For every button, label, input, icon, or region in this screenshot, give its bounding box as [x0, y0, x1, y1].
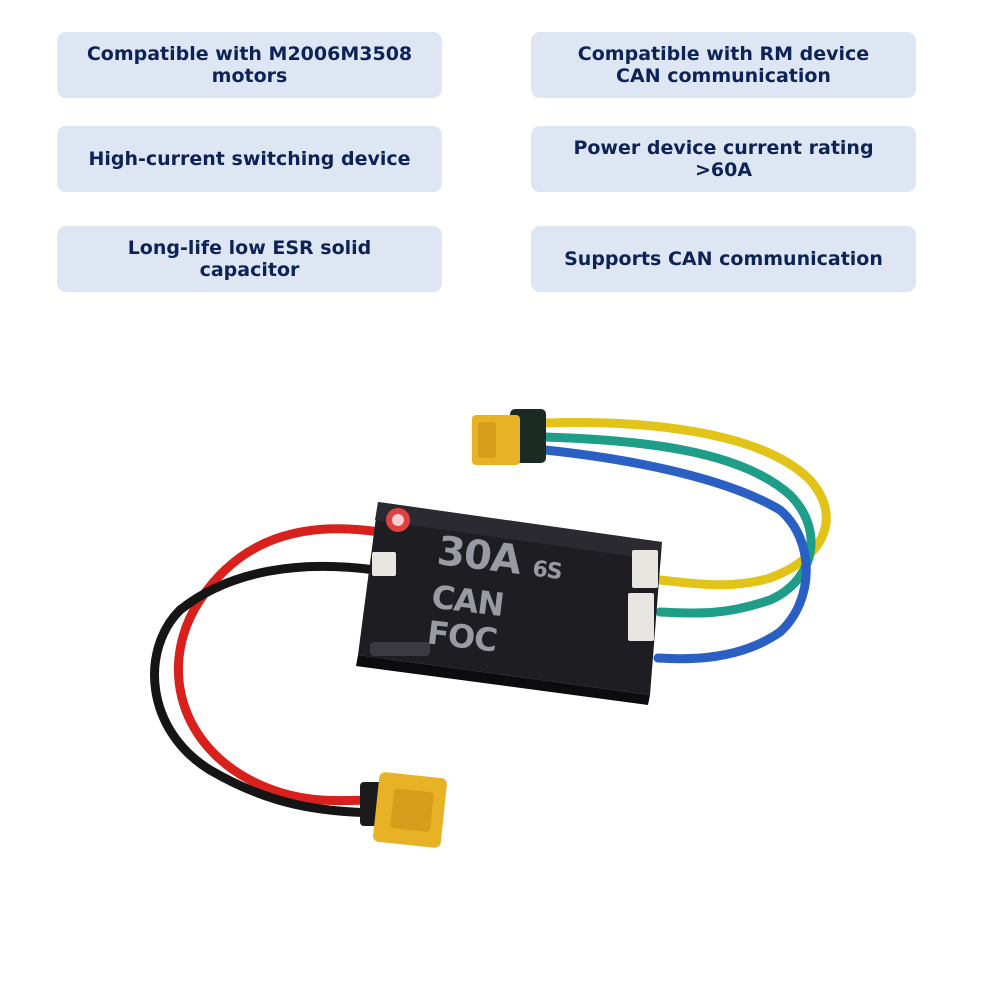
feature-text: Power device current rating >60A: [573, 137, 874, 181]
feature-card-can-support: Supports CAN communication: [531, 226, 916, 292]
feature-card-switching-device: High-current switching device: [57, 126, 442, 192]
wire-black: [150, 561, 383, 818]
feature-card-motor-compat: Compatible with M2006M3508 motors: [57, 32, 442, 98]
feature-card-can-compat: Compatible with RM device CAN communicat…: [531, 32, 916, 98]
feature-text: Supports CAN communication: [564, 248, 883, 270]
feature-text: Compatible with M2006M3508 motors: [86, 43, 413, 87]
input-connector: [360, 772, 447, 848]
feature-text: Compatible with RM device CAN communicat…: [577, 43, 870, 87]
wire-blue: [540, 445, 811, 664]
wire-red: [173, 524, 385, 806]
output-connector: [472, 409, 546, 465]
cells-value: 6S: [530, 556, 563, 586]
product-image: [150, 409, 831, 848]
feature-text: High-current switching device: [88, 148, 411, 170]
rating-value: 30A: [434, 528, 524, 584]
wire-yellow: [540, 418, 831, 590]
wire-green: [540, 432, 816, 618]
esc-board: [356, 502, 662, 705]
esc-board-label: 30A 6S CAN FOC: [425, 528, 589, 668]
feature-card-current-rating: Power device current rating >60A: [531, 126, 916, 192]
feature-text: Long-life low ESR solid capacitor: [127, 237, 372, 281]
feature-card-capacitor: Long-life low ESR solid capacitor: [57, 226, 442, 292]
